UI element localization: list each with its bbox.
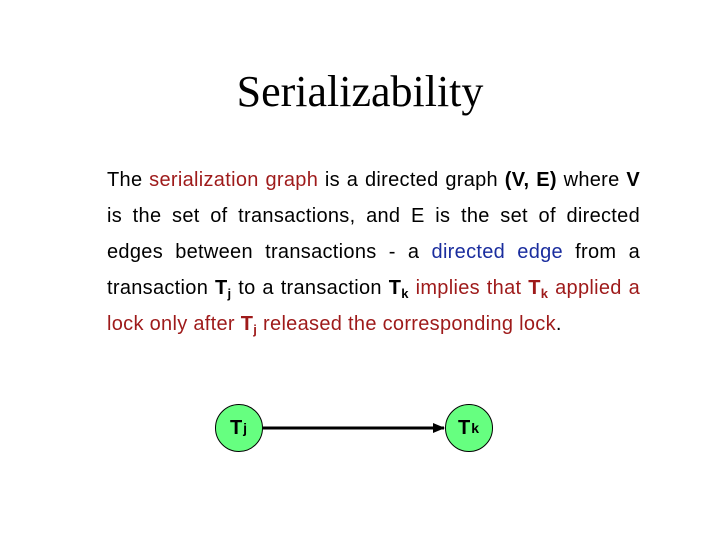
symbol-tj: Tj <box>240 313 258 337</box>
symbol-sub: j <box>227 286 232 301</box>
symbol-t: T <box>388 277 402 299</box>
symbol-tk: Tk <box>388 277 409 301</box>
term-ve: (V, E) <box>504 169 557 191</box>
symbol-sub: k <box>401 286 409 301</box>
red-text-span: released the corresponding lock <box>257 313 556 335</box>
red-text-span: implies that <box>408 277 529 299</box>
slide-title: Serializability <box>236 67 484 116</box>
symbol-tj: Tj <box>214 277 232 301</box>
red-text-span: applied a lock only after <box>107 277 640 335</box>
definition-paragraph: The serialization graph is a directed gr… <box>107 162 640 342</box>
text-span: . <box>555 313 562 335</box>
symbol-sub: k <box>540 286 549 301</box>
text-span: is the set of transactions, and E is the… <box>107 205 640 263</box>
term-v: V <box>626 169 640 191</box>
symbol-tk: Tk <box>528 277 549 301</box>
text-span: where <box>556 169 627 191</box>
text-span: from a transaction <box>107 241 640 299</box>
node-label: T <box>229 416 244 439</box>
text-span: is a directed graph <box>318 169 505 191</box>
symbol-t: T <box>214 277 228 299</box>
term-directed-edge: directed edge <box>431 241 563 263</box>
text-span: to a transaction <box>231 277 389 299</box>
text-span: The <box>107 169 150 191</box>
node-label: T <box>457 416 472 439</box>
symbol-t: T <box>528 277 541 299</box>
symbol-t: T <box>240 313 254 335</box>
term-serialization-graph: serialization graph <box>149 169 319 191</box>
symbol-sub: j <box>253 322 258 337</box>
